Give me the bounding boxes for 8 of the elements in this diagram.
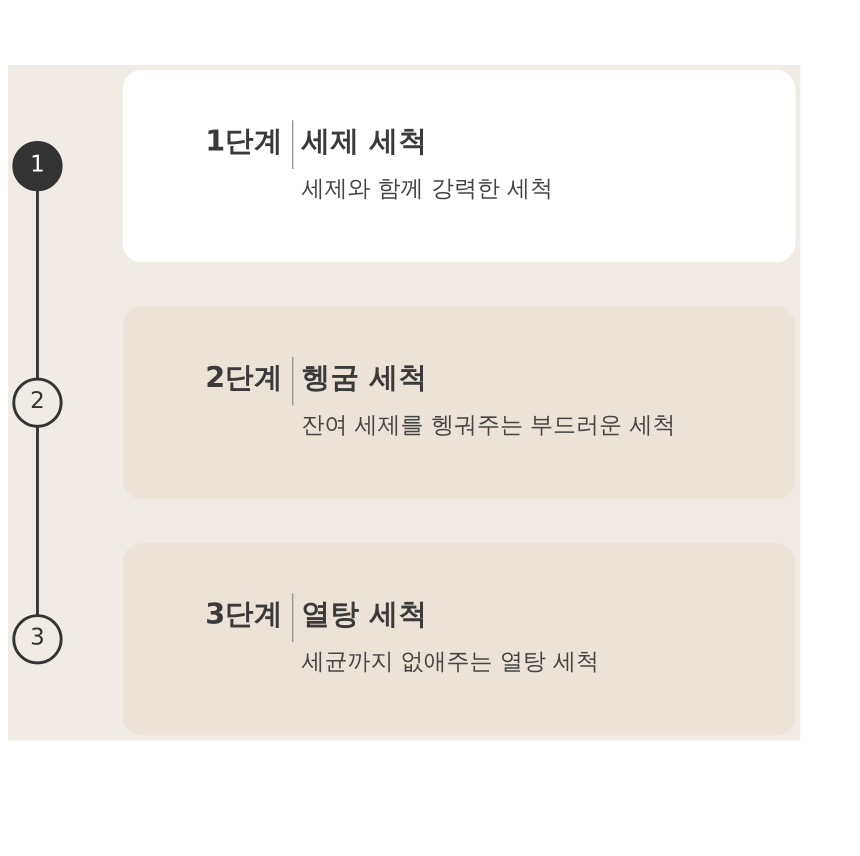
node-box: 2단계 헹굼 세척 잔여 세제를 헹궈주는 부드러운 세척 <box>122 306 796 498</box>
node-circle: 2 <box>12 377 63 428</box>
node-circle: 1 <box>12 140 63 191</box>
connector <box>36 426 39 615</box>
node-box: 1단계 세제 세척 세제와 함께 강력한 세척 <box>122 70 796 262</box>
node-circle: 3 <box>12 614 63 664</box>
connector <box>36 189 39 378</box>
node-box: 3단계 열탕 세척 세균까지 없애주는 열탕 세척 <box>122 542 796 735</box>
